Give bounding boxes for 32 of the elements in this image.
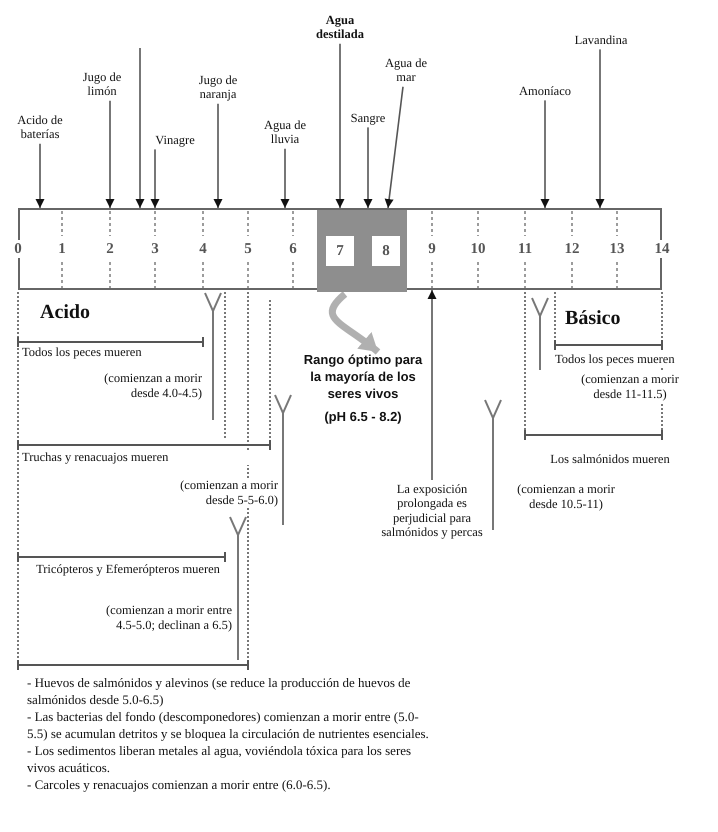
- arrow: [596, 49, 604, 208]
- substance-label: Acido de baterías: [16, 113, 64, 142]
- range-caption: (pH 6.5 - 8.2): [323, 408, 403, 426]
- substance-label: Amoníaco: [518, 84, 572, 98]
- list-item: - Huevos de salmónidos y alevinos (se reduce la producción de huevos de salmónidos desde 5.0-6.5): [27, 674, 412, 708]
- arrow: [214, 104, 222, 208]
- list-item: - Carcoles y renacuajos comienzan a morir entre (6.0-6.5).: [27, 776, 332, 793]
- substance-label: Agua de lluvia: [263, 118, 307, 147]
- scale-number: 8: [372, 236, 400, 266]
- substance-label: Lavandina: [574, 33, 628, 48]
- range-caption: Rango óptimo para la mayoría de los seres vivos: [302, 352, 424, 403]
- arrow: [280, 148, 290, 208]
- substance-label: Sangre: [350, 111, 386, 126]
- list-item: - Los sedimentos liberan metales al agua, voviéndola tóxica para los seres vivos acuáticos.: [27, 742, 412, 776]
- substance-label: Vinagre: [154, 133, 196, 148]
- substance-label: Jugo de naranja: [198, 73, 238, 102]
- substance-label: Agua de mar: [384, 56, 428, 85]
- arrow: [106, 100, 114, 208]
- arrow: [136, 48, 144, 208]
- list-item: - Las bacterias del fondo (descomponedores) comienzan a morir entre (5.0-5.5) se acumulan detritos y se bloquea la circulación de nutrientes esenciales.: [27, 708, 430, 742]
- curved-arrow: [328, 291, 380, 355]
- substance-label: Jugo de limón: [82, 70, 122, 99]
- arrow: [428, 290, 436, 480]
- note-text: La exposición prolongada es perjudicial para salmónidos y percas: [380, 482, 484, 540]
- arrow: [150, 149, 160, 208]
- scale-number: 7: [326, 236, 354, 266]
- arrow: [336, 44, 344, 208]
- arrow: [364, 127, 372, 208]
- arrow: [36, 144, 44, 208]
- arrow: [384, 86, 404, 208]
- arrow: [540, 100, 550, 208]
- substance-label: Agua destilada: [315, 13, 365, 42]
